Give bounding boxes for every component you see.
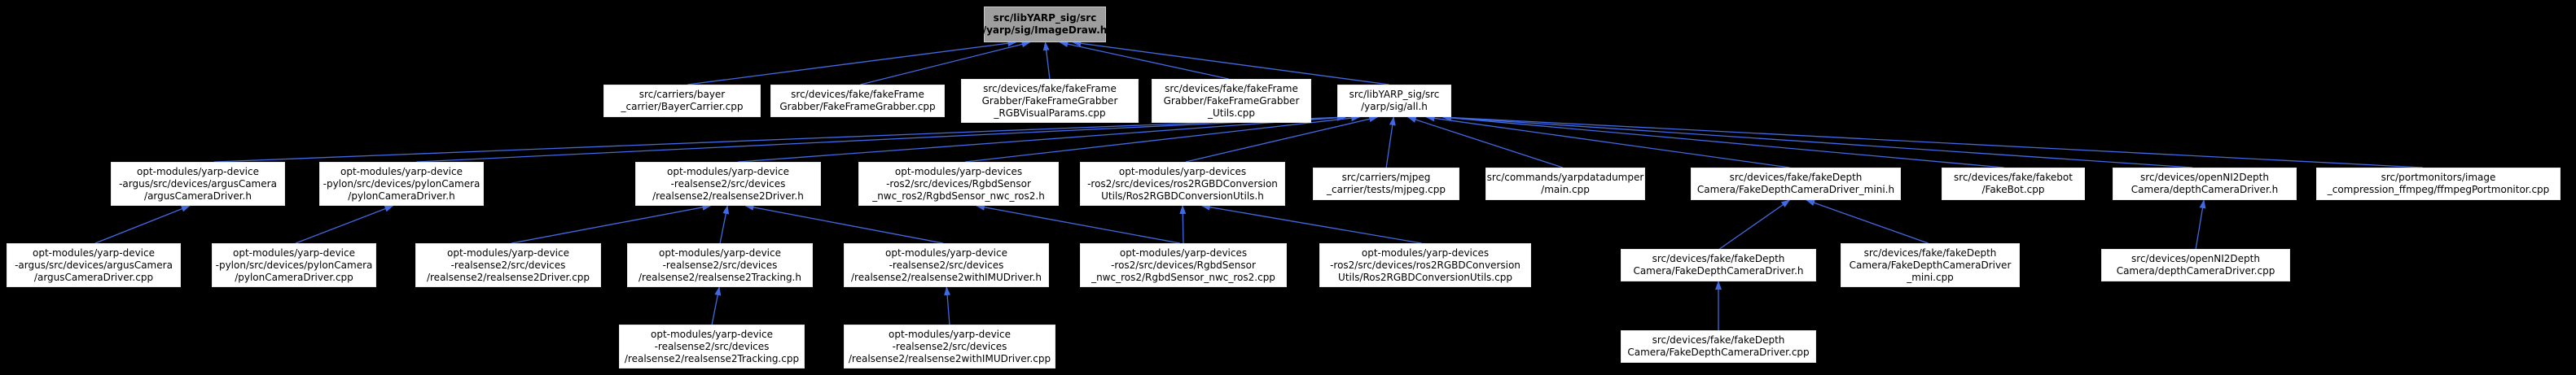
dependency-edge-rgbdsensor-nwc-ros2-h-to-all-h	[964, 115, 1361, 163]
dependency-edge-fakebot-cpp-to-all-h	[1442, 114, 2004, 168]
dependency-edge-ffmpegportmonitor-cpp-to-all-h	[1442, 114, 2423, 168]
graph-node-rgbdsensor-nwc-ros2-cpp[interactable]: opt-modules/yarp-devices -ros2/src/devic…	[1080, 243, 1287, 287]
dependency-edge-mjpeg-cpp-to-all-h	[1385, 116, 1396, 168]
dependency-edge-ros2rgbdconversionutils-h-to-all-h	[1185, 116, 1379, 163]
graph-node-realsense2driver-cpp[interactable]: opt-modules/yarp-device -realsense2/src/…	[415, 243, 601, 287]
dependency-edge-depthcameradriver-h-to-all-h	[1442, 114, 2193, 168]
graph-node-pyloncameradriver-cpp[interactable]: opt-modules/yarp-device -pylon/src/devic…	[212, 243, 376, 287]
graph-node-arguscameradriver-h[interactable]: opt-modules/yarp-device -argus/src/devic…	[111, 162, 285, 206]
graph-node-realsense2tracking-cpp[interactable]: opt-modules/yarp-device -realsense2/src/…	[619, 325, 805, 368]
graph-node-fakeframegrabber-rgbvisualparams-cpp[interactable]: src/devices/fake/fakeFrame Grabber/FakeF…	[961, 79, 1139, 123]
dependency-edge-arguscameradriver-cpp-to-arguscameradriver-h	[94, 205, 191, 244]
dependency-edge-depthcameradriver-cpp-to-depthcameradriver-h	[2195, 199, 2206, 250]
graph-node-fakeframegrabber-utils-cpp[interactable]: src/devices/fake/fakeFrame Grabber/FakeF…	[1152, 79, 1311, 123]
dependency-edge-pyloncameradriver-cpp-to-pyloncameradriver-h	[295, 205, 394, 244]
graph-node-fakedepthcameradriver-mini-h[interactable]: src/devices/fake/fakeDepth Camera/FakeDe…	[1691, 168, 1901, 200]
graph-node-fakedepthcameradriver-mini-cpp[interactable]: src/devices/fake/fakeDepth Camera/FakeDe…	[1841, 243, 2020, 287]
dependency-edge-fakeframegrabber-utils-cpp-to-imagedraw-h	[1059, 41, 1229, 80]
graph-node-pyloncameradriver-h[interactable]: opt-modules/yarp-device -pylon/src/devic…	[319, 162, 484, 206]
graph-node-mjpeg-cpp[interactable]: src/carriers/mjpeg _carrier/tests/mjpeg.…	[1313, 168, 1459, 200]
dependency-edge-pyloncameradriver-h-to-all-h	[416, 114, 1346, 163]
dependency-edge-ros2rgbdconversionutils-cpp-to-ros2rgbdconversionutils-h	[1200, 203, 1422, 244]
graph-node-ros2rgbdconversionutils-h[interactable]: opt-modules/yarp-devices -ros2/src/devic…	[1080, 162, 1285, 206]
graph-node-fakedepthcameradriver-cpp[interactable]: src/devices/fake/fakeDepth Camera/FakeDe…	[1621, 330, 1816, 363]
graph-node-fakedepthcameradriver-h[interactable]: src/devices/fake/fakeDepth Camera/FakeDe…	[1621, 249, 1816, 281]
dependency-edge-fakeframegrabber-rgbvisualparams-cpp-to-imagedraw-h	[1042, 41, 1051, 80]
dependency-edge-realsense2driver-h-to-all-h	[738, 114, 1346, 163]
graph-node-fakeframegrabber-cpp[interactable]: src/devices/fake/fakeFrame Grabber/FakeF…	[770, 85, 945, 117]
dependency-edge-fakedepthcameradriver-mini-cpp-to-fakedepthcameradriver-mini-h	[1806, 199, 1929, 244]
graph-node-ffmpegportmonitor-cpp[interactable]: src/portmonitors/image _compression_ffmp…	[2316, 168, 2561, 200]
dependency-edge-realsense2withimudriver-h-to-realsense2driver-h	[744, 203, 944, 244]
dependency-edge-yarpdatadumper-main-cpp-to-all-h	[1406, 116, 1564, 168]
dependency-edge-realsense2driver-cpp-to-realsense2driver-h	[511, 203, 712, 244]
dependency-edge-fakedepthcameradriver-mini-h-to-all-h	[1425, 115, 1790, 168]
graph-node-depthcameradriver-h[interactable]: src/devices/openNI2Depth Camera/depthCam…	[2113, 168, 2297, 200]
dependency-edge-arguscameradriver-h-to-all-h	[213, 114, 1346, 163]
graph-node-all-h[interactable]: src/libYARP_sig/src /yarp/sig/all.h	[1337, 85, 1451, 117]
graph-node-imagedraw-h: src/libYARP_sig/src /yarp/sig/ImageDraw.…	[983, 7, 1107, 42]
dependency-edge-realsense2tracking-cpp-to-realsense2tracking-h	[711, 286, 722, 325]
graph-node-arguscameradriver-cpp[interactable]: opt-modules/yarp-device -argus/src/devic…	[7, 243, 181, 287]
dependency-edge-fakedepthcameradriver-h-to-fakedepthcameradriver-mini-h	[1719, 199, 1791, 250]
graph-node-rgbdsensor-nwc-ros2-h[interactable]: opt-modules/yarp-devices -ros2/src/devic…	[858, 162, 1059, 206]
dependency-edge-rgbdsensor-nwc-ros2-cpp-to-rgbdsensor-nwc-ros2-h	[976, 203, 1180, 244]
graph-node-realsense2driver-h[interactable]: opt-modules/yarp-device -realsense2/src/…	[635, 162, 821, 206]
graph-node-realsense2withimudriver-h[interactable]: opt-modules/yarp-device -realsense2/src/…	[844, 243, 1049, 287]
graph-node-realsense2withimudriver-cpp[interactable]: opt-modules/yarp-device -realsense2/src/…	[844, 325, 1055, 368]
dependency-edge-realsense2withimudriver-cpp-to-realsense2withimudriver-h	[944, 286, 951, 325]
graph-node-yarpdatadumper-main-cpp[interactable]: src/commands/yarpdatadumper /main.cpp	[1485, 168, 1645, 200]
dependency-edge-realsense2tracking-h-to-realsense2driver-h	[719, 205, 730, 244]
graph-node-ros2rgbdconversionutils-cpp[interactable]: opt-modules/yarp-devices -ros2/src/devic…	[1319, 243, 1531, 287]
graph-node-bayercarrier-cpp[interactable]: src/carriers/bayer _carrier/BayerCarrier…	[603, 85, 761, 117]
graph-node-depthcameradriver-cpp[interactable]: src/devices/openNI2Depth Camera/depthCam…	[2101, 249, 2290, 281]
graph-node-fakebot-cpp[interactable]: src/devices/fake/fakebot /FakeBot.cpp	[1942, 168, 2085, 200]
graph-node-realsense2tracking-h[interactable]: opt-modules/yarp-device -realsense2/src/…	[627, 243, 813, 287]
